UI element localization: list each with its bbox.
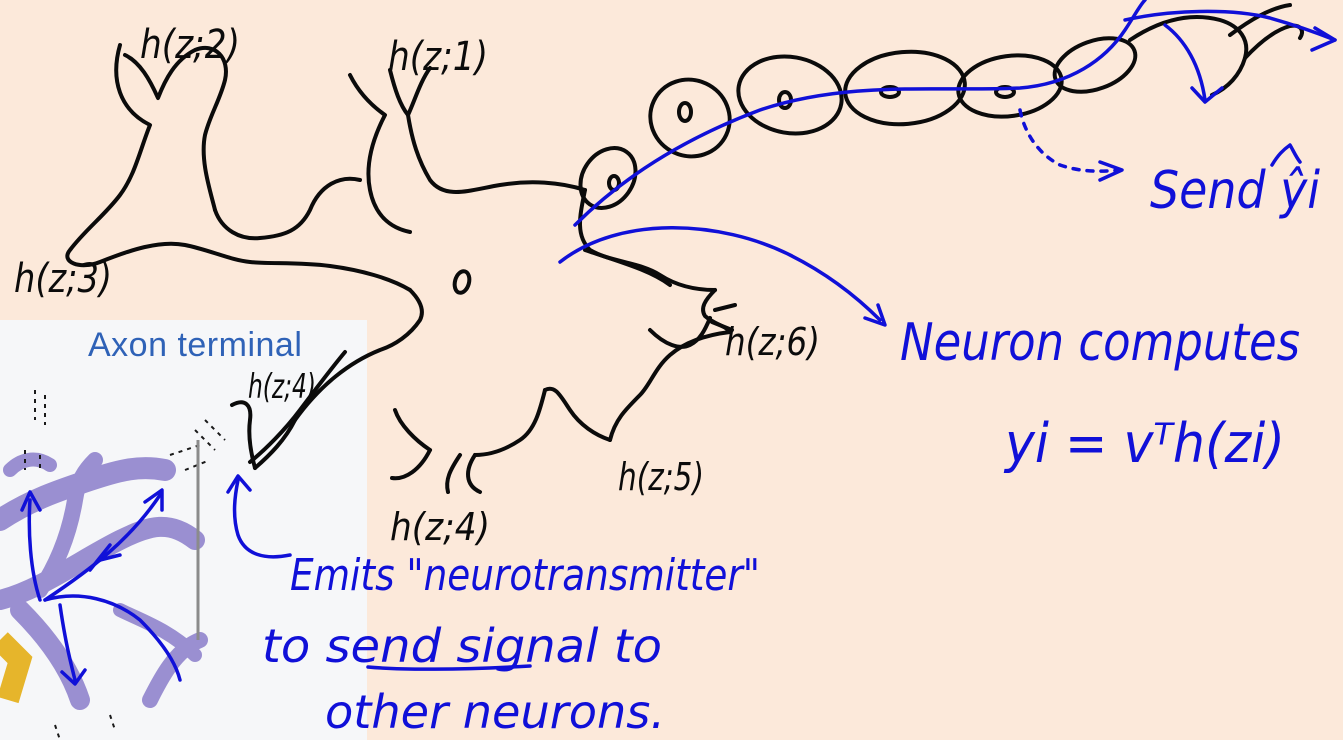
emits-label-line3: other neurons. — [325, 685, 665, 739]
label-h-z-i1: h(z;1) — [388, 34, 488, 80]
send-y-hat-label: Send ŷi — [1150, 161, 1320, 221]
label-h-z-i3: h(z;3) — [14, 256, 112, 302]
emits-label-line2: to send signal to — [262, 619, 662, 673]
neuron-computes-label: Neuron computes — [900, 313, 1300, 373]
equation-label: yi = vᵀh(zi) — [1003, 412, 1285, 475]
label-h-z-i4-lower: h(z;4) — [390, 505, 490, 549]
label-h-z-i5: h(z;5) — [618, 455, 704, 499]
emits-label-line1: Emits "neurotransmitter" — [290, 550, 760, 601]
label-h-z-i4-upper: h(z;4) — [248, 367, 316, 407]
label-h-z-i6: h(z;6) — [725, 320, 820, 364]
label-h-z-i2: h(z;2) — [140, 22, 240, 68]
